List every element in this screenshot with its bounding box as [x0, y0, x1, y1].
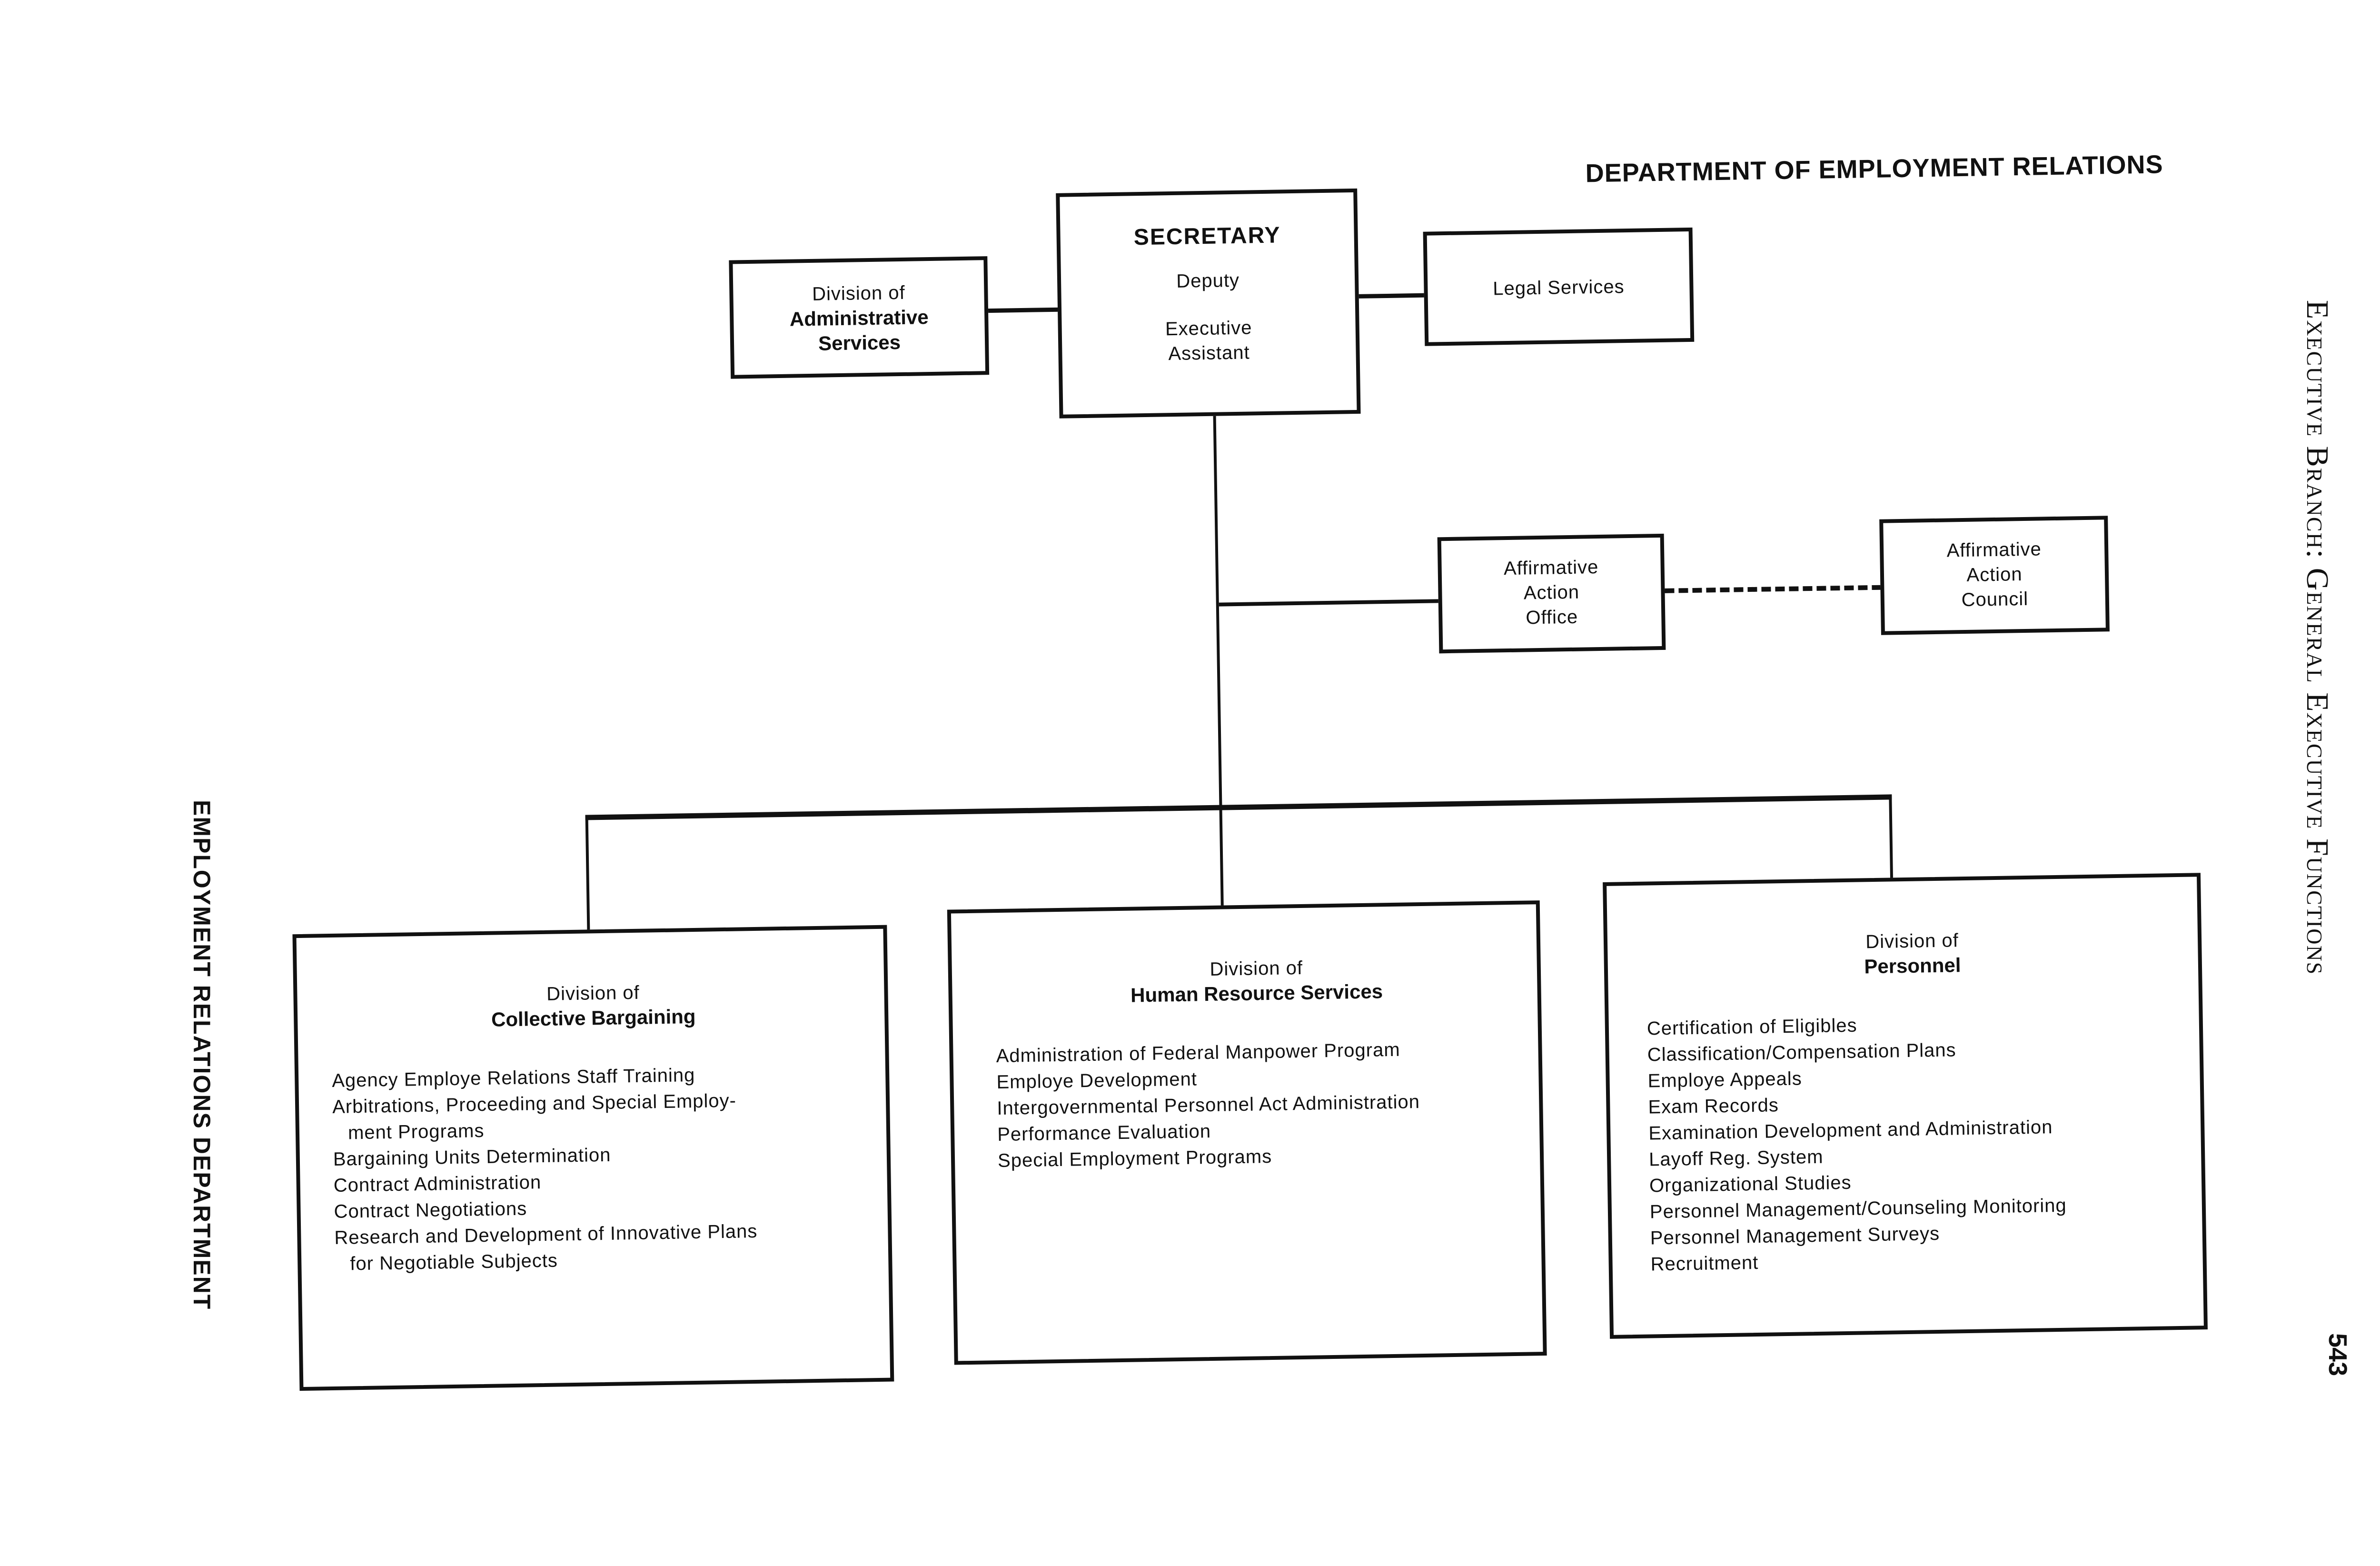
affirmative-action-office-box[interactable]: Affirmative Action Office [1437, 533, 1666, 654]
personnel-box[interactable]: Division of Personnel Certification of E… [1603, 873, 2208, 1339]
collective-bargaining-box[interactable]: Division of Collective Bargaining Agency… [292, 925, 894, 1391]
legal-services-label: Legal Services [1492, 276, 1625, 299]
administrative-services-box[interactable]: Division of Administrative Services [729, 256, 990, 379]
cb-function-list: Agency Employe Relations Staff Training … [332, 1060, 860, 1277]
admin-division-name-2: Services [818, 331, 901, 355]
human-resource-services-box[interactable]: Division of Human Resource Services Admi… [947, 900, 1547, 1365]
admin-division-prefix: Division of [812, 282, 906, 305]
aao-line-1: Affirmative [1503, 557, 1599, 579]
hrs-function-list: Administration of Federal Manpower Progr… [996, 1035, 1521, 1174]
affirmative-action-council-box[interactable]: Affirmative Action Council [1879, 516, 2110, 635]
aao-line-3: Office [1526, 606, 1578, 628]
secretary-title: SECRETARY [1133, 222, 1281, 250]
connector-to-personnel [1889, 794, 1894, 880]
dashed-connector-affirmative-council [1665, 585, 1882, 598]
executive-label: Executive [1165, 317, 1252, 340]
admin-division-name-1: Administrative [789, 306, 929, 330]
connector-trunk-affirmative-office [1219, 599, 1439, 607]
aac-line-1: Affirmative [1946, 539, 2042, 561]
personnel-function-list: Certification of Eligibles Classificatio… [1646, 1007, 2184, 1278]
secretary-box[interactable]: SECRETARY Deputy Executive Assistant [1056, 188, 1361, 419]
right-margin-heading: Executive Branch: General Executive Func… [2300, 300, 2335, 976]
left-margin-heading: EMPLOYMENT RELATIONS DEPARTMENT [188, 800, 215, 1310]
aao-line-2: Action [1523, 581, 1580, 604]
legal-services-box[interactable]: Legal Services [1423, 227, 1695, 346]
page-number: 543 [2323, 1333, 2352, 1376]
connector-secretary-legal [1358, 293, 1426, 299]
aac-line-2: Action [1966, 564, 2023, 586]
department-title: DEPARTMENT OF EMPLOYMENT RELATIONS [1585, 150, 2163, 188]
aac-line-3: Council [1961, 588, 2029, 611]
deputy-label: Deputy [1176, 269, 1240, 292]
connector-horizontal-bar [585, 794, 1892, 820]
assistant-label: Assistant [1168, 342, 1250, 365]
connector-to-collective-bargaining [585, 815, 590, 932]
connector-admin-secretary [988, 307, 1060, 313]
connector-secretary-trunk [1213, 415, 1224, 906]
